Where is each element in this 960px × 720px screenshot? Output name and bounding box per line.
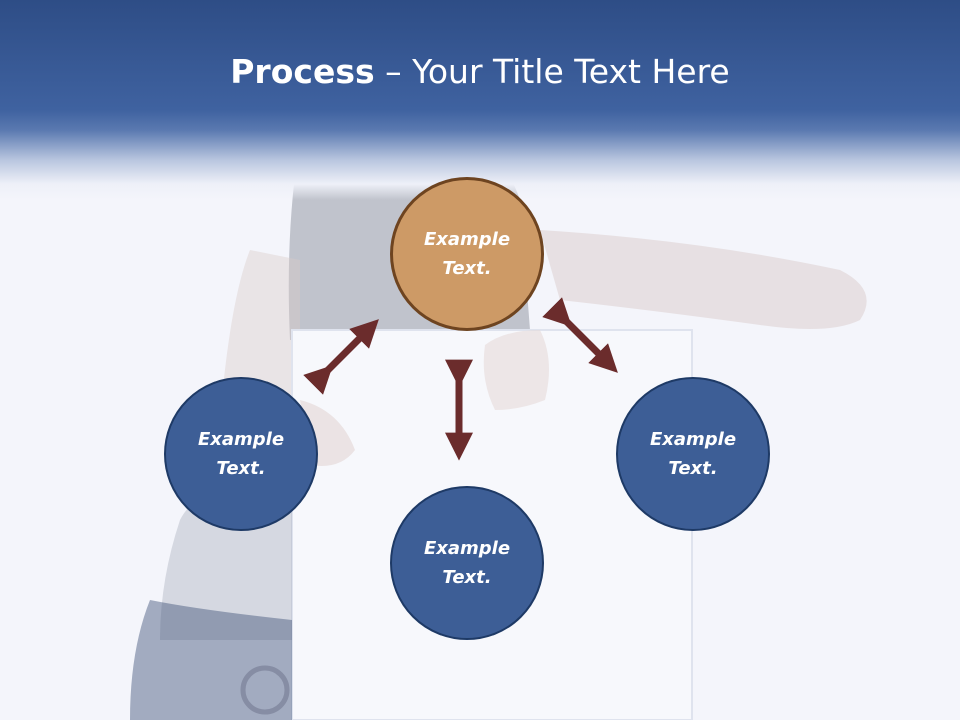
node-top-line2: Text. [442,258,492,279]
photo-jeans [130,600,292,720]
title-banner [0,0,960,200]
node-bottom-line2: Text. [442,567,492,588]
title-bold: Process [230,52,375,91]
slide-title: Process – Your Title Text Here [0,52,960,91]
photo-hand [483,330,549,410]
node-left-line2: Text. [216,458,266,479]
double-arrow-icon [303,319,379,395]
node-right-line1: Example [649,429,737,450]
node-left-line1: Example [197,429,285,450]
node-top-line1: Example [423,229,511,250]
title-rest: – Your Title Text Here [374,52,730,91]
node-bottom: Example Text. [390,486,544,640]
node-right: Example Text. [616,377,770,531]
photo-buckle [240,665,290,715]
photo-arm [540,230,867,329]
node-top: Example Text. [390,177,544,331]
node-left: Example Text. [164,377,318,531]
node-right-line2: Text. [668,458,718,479]
double-arrow-icon [542,297,618,373]
node-bottom-line1: Example [423,538,511,559]
